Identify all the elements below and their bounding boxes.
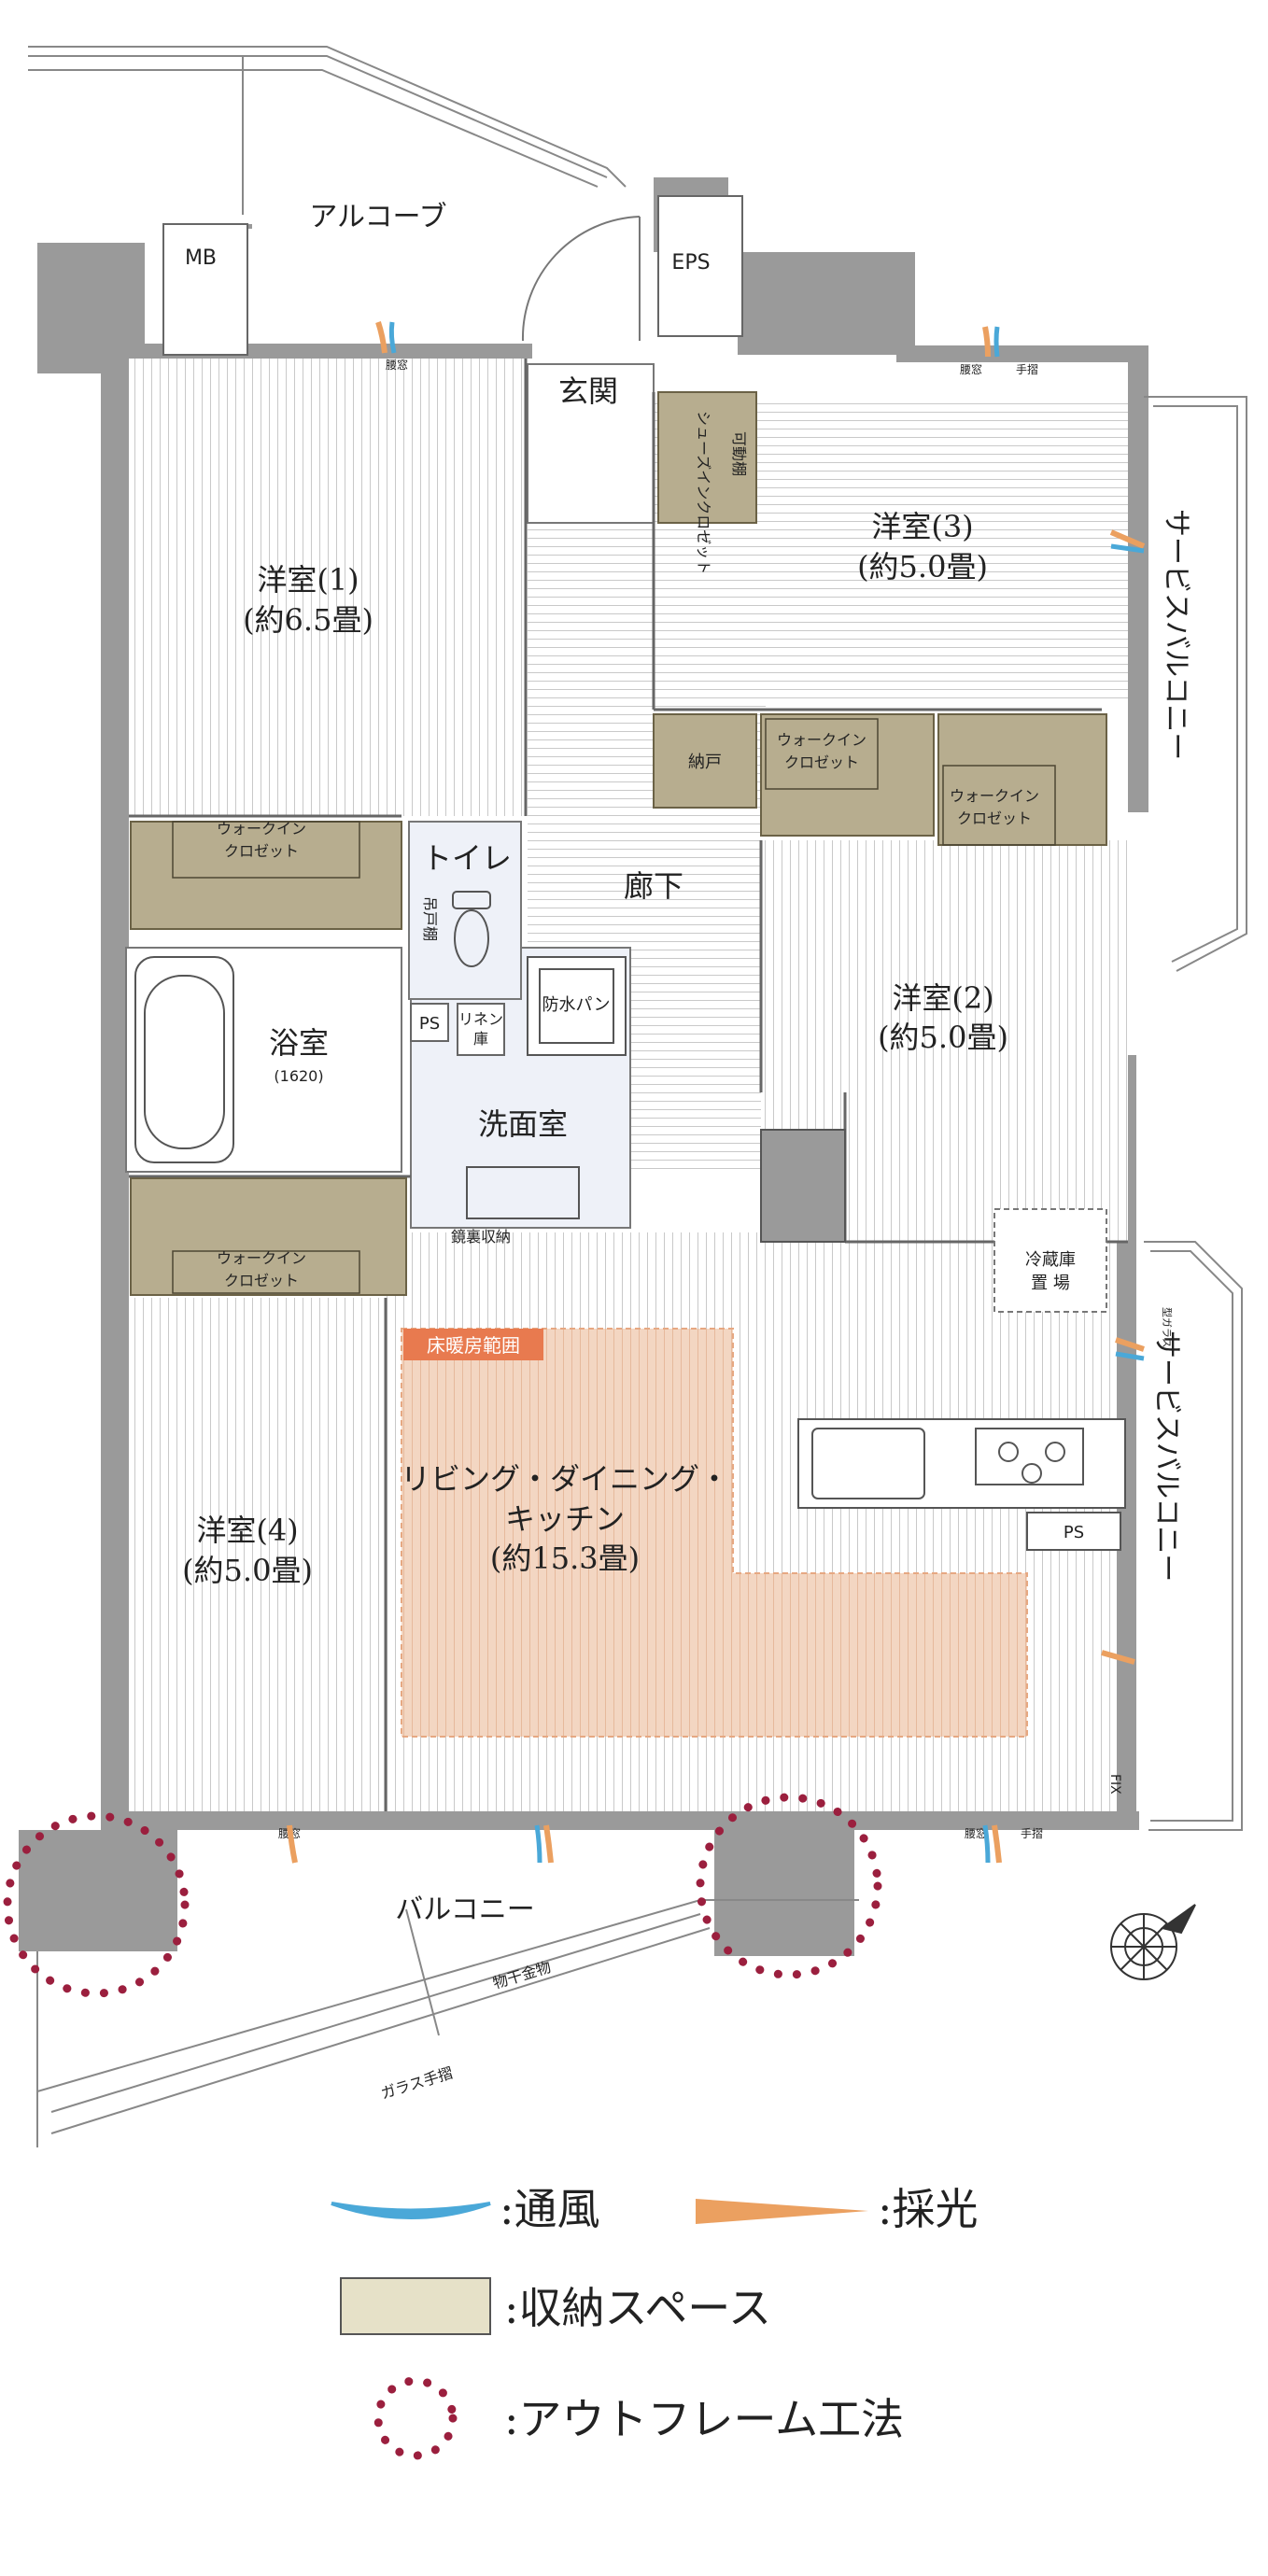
wash-basin (466, 1166, 580, 1219)
outframe-swatch (373, 2376, 458, 2460)
legend-outframe: :アウトフレーム工法 (504, 2394, 904, 2444)
toilet-fixture (452, 891, 491, 967)
eps-label: EPS (671, 251, 710, 274)
toilet-floor (408, 821, 522, 1000)
mirror-storage-label: 鏡裏収納 (451, 1228, 511, 1246)
wic2-label-a: ウォークイン (950, 787, 1039, 805)
wic1-label-b: クロゼット (224, 842, 299, 860)
outframe-markers (3, 1793, 882, 1998)
waterproof-pan (527, 956, 627, 1056)
shoe-closet-label: シューズインクロゼット (695, 411, 712, 574)
balcony-label: バルコニー (395, 1893, 534, 1926)
legend-storage: :収納スペース (504, 2283, 771, 2333)
linen-label-b: 庫 (473, 1030, 488, 1048)
western4-floor (129, 1298, 386, 1811)
bathtub (134, 956, 234, 1163)
wic2-label-b: クロゼット (957, 809, 1032, 827)
floor-heating-label: 床暖房範囲 (427, 1334, 520, 1357)
window-label-top-left: 腰窓 (386, 358, 408, 372)
legend-lighting: :採光 (878, 2184, 979, 2234)
western4-name: 洋室(4) (196, 1513, 298, 1548)
fridge-area (993, 1208, 1107, 1313)
hanging-shelf-label: 吊戸棚 (421, 896, 439, 941)
waterproof-pan-label: 防水パン (542, 995, 611, 1015)
mb-box: MB (162, 223, 248, 356)
handrail-label-bottom: 手摺 (1021, 1826, 1043, 1840)
compass-icon (1110, 1904, 1196, 1980)
ldk-label-3: (約15.3畳) (490, 1541, 640, 1576)
storage-labels: ウォークイン クロゼット ウォークイン クロゼット ウォークイン クロゼット ウ… (217, 731, 1039, 1289)
bathroom-label: 浴室 (269, 1025, 329, 1061)
bathroom-floor (125, 947, 402, 1173)
linen-label-a: リネン (458, 1010, 503, 1028)
fix-label: FIX (1107, 1774, 1122, 1795)
nando-label: 納戸 (688, 753, 722, 772)
fridge-label-b: 置 場 (1031, 1274, 1070, 1293)
western1-name: 洋室(1) (257, 562, 359, 598)
glass-handrail-label: ガラス手摺 (379, 2063, 456, 2102)
storage-inner-lines (172, 718, 1056, 1294)
western2-name: 洋室(2) (892, 980, 993, 1016)
handrail-label-top: 手摺 (1016, 362, 1038, 376)
western1-floor (129, 359, 526, 816)
room-labels: 洋室(1) (約6.5畳) 洋室(3) (約5.0畳) 洋室(2) (約5.0畳… (182, 373, 1084, 1588)
ps-label-kitchen: PS (1064, 1523, 1084, 1542)
window-label-top-right: 腰窓 (960, 362, 982, 376)
wic3-label-b: クロゼット (784, 753, 859, 771)
wic4-label-b: クロゼット (224, 1272, 299, 1289)
column-box (760, 1129, 846, 1243)
mb-label: MB (185, 246, 217, 270)
western1-size: (約6.5畳) (243, 602, 373, 638)
storage-areas (130, 391, 1107, 1296)
floor-heating-badge (403, 1329, 543, 1360)
movable-shelf-label: 可動棚 (730, 431, 748, 476)
legend: :通風 :採光 :収納スペース :アウトフレーム工法 (331, 2184, 979, 2460)
entrance-door[interactable] (521, 216, 641, 342)
storage-swatch (340, 2277, 491, 2335)
toilet-label: トイレ (422, 840, 512, 876)
flow-markers (287, 321, 1146, 1864)
western3-size: (約5.0畳) (857, 549, 988, 584)
ps-box-bath (410, 1003, 449, 1042)
wic1-label-a: ウォークイン (217, 820, 306, 838)
corridor-label: 廊下 (624, 868, 683, 904)
service-balcony-label-bottom: サービスバルコニー (1150, 1330, 1183, 1582)
window-label-bottom-right: 腰窓 (965, 1826, 987, 1840)
eps-box: EPS (657, 195, 743, 337)
floor-heating-zone (401, 1328, 1028, 1738)
ventilation-swatch (331, 2202, 491, 2219)
service-balcony-top (1144, 396, 1247, 972)
washroom-label: 洗面室 (478, 1106, 568, 1142)
ldk-label-1: リビング・ダイニング・ (401, 1461, 729, 1497)
ldk-label-2: キッチン (505, 1501, 625, 1537)
ps-label-bath: PS (419, 1014, 440, 1034)
top-rails (28, 46, 627, 215)
entrance-label: 玄関 (558, 373, 618, 409)
western2-size: (約5.0畳) (878, 1020, 1008, 1055)
bath-size-label: (1620) (274, 1067, 323, 1085)
shoe-closet: シューズインクロゼット 可動棚 (695, 411, 748, 574)
wic3-label-a: ウォークイン (777, 731, 866, 749)
alcove-label: アルコーブ (309, 201, 446, 233)
bottom-balcony (36, 1899, 859, 2147)
frosted-glass-label: 型ガラス (1161, 1307, 1174, 1348)
lighting-swatch (696, 2199, 868, 2224)
service-balcony-bottom (1144, 1241, 1243, 1831)
linen-box (457, 1003, 505, 1056)
kitchen-counter (797, 1418, 1126, 1551)
western3-name: 洋室(3) (871, 509, 973, 544)
western4-size: (約5.0畳) (182, 1553, 313, 1588)
legend-ventilation: :通風 (500, 2184, 600, 2234)
entrance-floor (527, 363, 655, 524)
wic4-label-a: ウォークイン (217, 1249, 306, 1267)
window-labels: 腰窓 腰窓 手摺 腰窓 腰窓 手摺 型ガラス (278, 358, 1174, 1840)
service-balcony-label-top: サービスバルコニー (1160, 509, 1192, 760)
fridge-label-a: 冷蔵庫 (1025, 1250, 1076, 1270)
